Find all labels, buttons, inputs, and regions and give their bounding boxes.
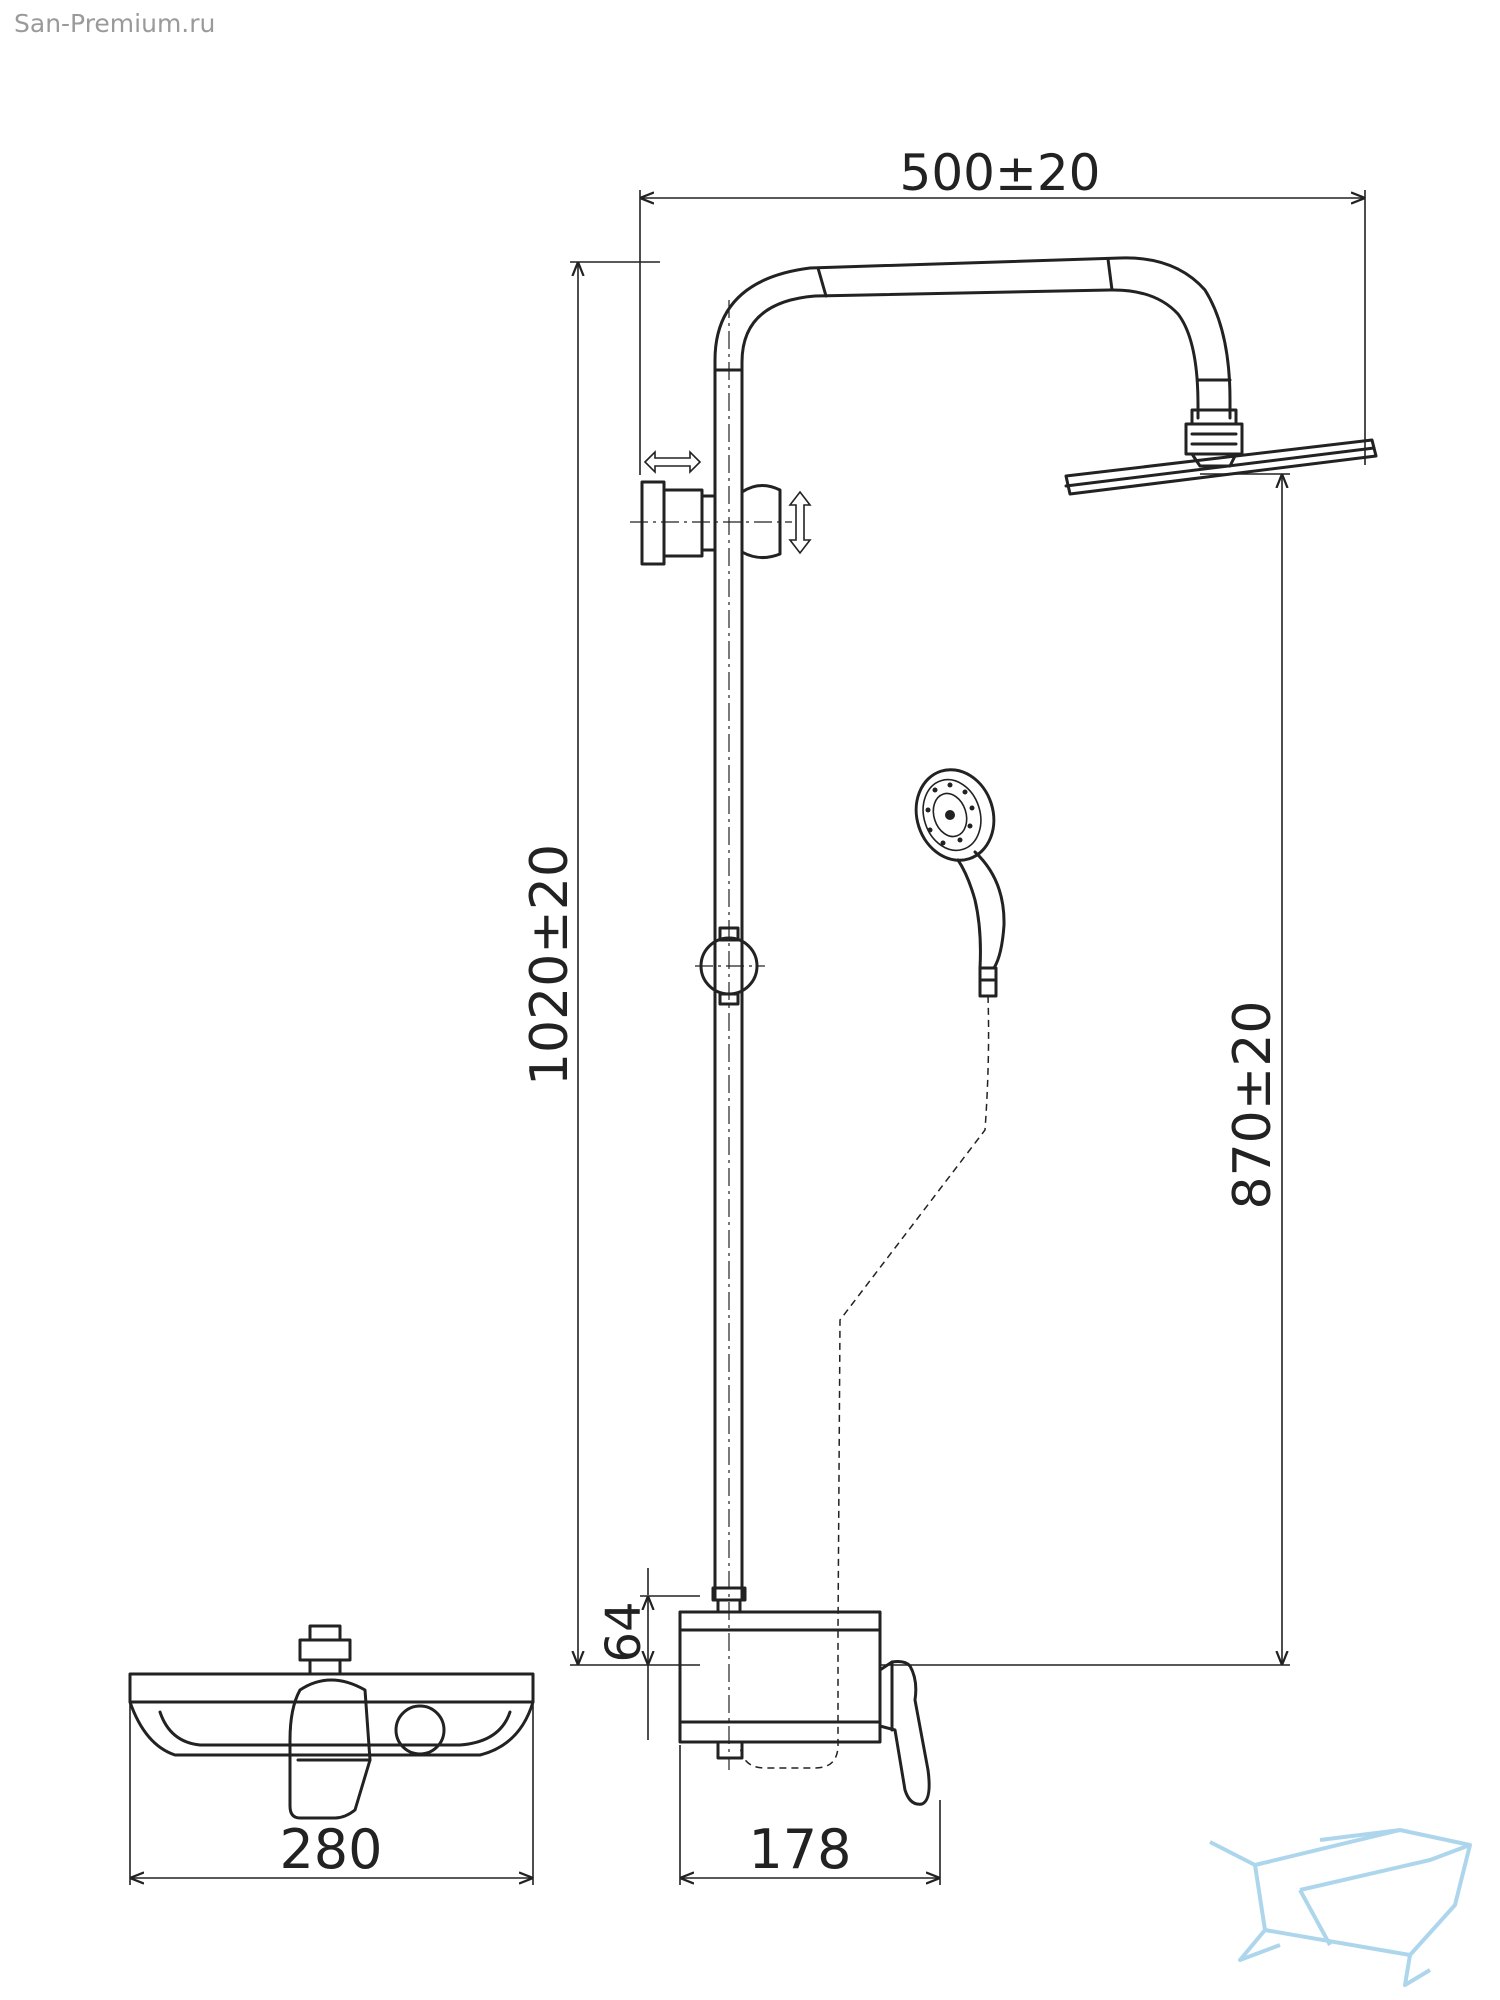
- hand-shower: [914, 768, 1006, 998]
- dimension-spout-width: 280: [129, 1700, 534, 1885]
- dimension-head-height: 870±20: [880, 473, 1290, 1666]
- dimension-label-overall-width: 500±20: [900, 144, 1101, 202]
- dimension-mixer-depth: 178: [679, 1745, 941, 1885]
- dimension-overall-height: 1020±20: [520, 261, 700, 1666]
- rain-shower-head: [1064, 408, 1378, 496]
- dimension-label-spout-width: 280: [279, 1818, 382, 1881]
- dimension-label-overall-height: 1020±20: [520, 844, 580, 1086]
- dimension-overall-width: 500±20: [639, 144, 1366, 475]
- dimension-label-head-height: 870±20: [1223, 1001, 1283, 1210]
- double-arrow-horizontal-icon: [643, 450, 702, 474]
- dimension-label-mixer-depth: 178: [748, 1818, 851, 1881]
- dimension-mixer-offset: 64: [596, 1568, 700, 1740]
- mixer-front-view: [128, 1624, 535, 1820]
- sliding-holder: [695, 926, 765, 1006]
- shower-hose: [739, 995, 990, 1769]
- shower-riser-and-arm: [713, 256, 1232, 1770]
- double-arrow-vertical-icon: [788, 490, 812, 555]
- bathtub-logo-icon: [1209, 1828, 1472, 1987]
- watermark-text: San-Premium.ru: [14, 9, 215, 38]
- wall-bracket: [630, 450, 812, 566]
- dimension-label-mixer-offset: 64: [596, 1601, 652, 1662]
- mixer-side-view: [678, 1586, 931, 1806]
